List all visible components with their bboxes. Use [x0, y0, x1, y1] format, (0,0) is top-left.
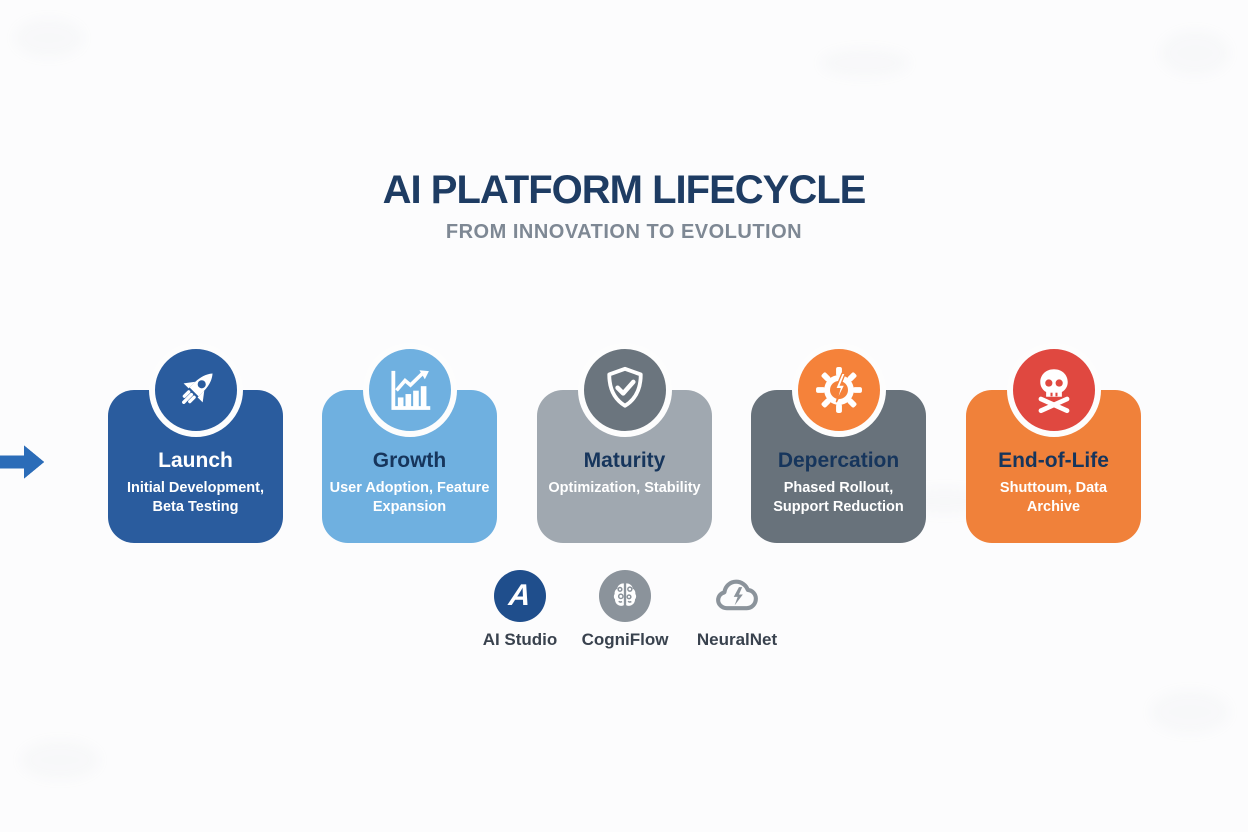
stage-icon-circle — [362, 343, 457, 437]
stage-icon-circle — [791, 343, 886, 437]
platform-label: CogniFlow — [581, 630, 669, 649]
stage-icon-circle — [148, 343, 243, 437]
gear-bolt-icon — [815, 367, 862, 413]
rocket-icon — [181, 373, 213, 404]
stage-launch: Launch Initial Development, Beta Testing — [108, 343, 283, 543]
stage-growth: Growth User Adoption, Feature Expansion — [322, 343, 497, 543]
shield-check-icon — [606, 366, 643, 408]
stage-title: Maturity — [583, 449, 666, 472]
background-artifact — [14, 18, 84, 58]
header: AI PLATFORM LIFECYCLE FROM INNOVATION TO… — [0, 168, 1248, 244]
ai-studio-monogram-letter: A — [507, 579, 533, 612]
platform-label: NeuralNet — [696, 630, 778, 649]
platform-ai-studio: A AI Studio — [462, 570, 578, 650]
platform-label: AI Studio — [482, 630, 558, 649]
brain-icon — [599, 570, 651, 622]
stage-subtitle: Phased Rollout, Support Reduction — [773, 480, 904, 515]
bar-chart-icon — [390, 370, 430, 410]
page-title: AI PLATFORM LIFECYCLE — [382, 168, 867, 212]
stage-subtitle: User Adoption, Feature Expansion — [329, 480, 490, 515]
stage-subtitle: Optimization, Stability — [548, 480, 701, 496]
background-artifact — [820, 48, 910, 78]
stage-title: End-of-Life — [998, 449, 1109, 472]
skull-crossbones-icon — [1038, 369, 1069, 414]
stage-icon-circle — [1006, 343, 1101, 437]
stage-subtitle: Initial Development, Beta Testing — [127, 480, 264, 515]
stage-title: Growth — [372, 449, 447, 472]
stage-end-of-life: End-of-Life Shuttoum, Data Archive — [966, 343, 1141, 543]
page-subtitle: FROM INNOVATION TO EVOLUTION — [445, 221, 803, 243]
right-arrow-icon — [0, 445, 44, 479]
stage-depercation: Depercation Phased Rollout, Support Redu… — [751, 343, 926, 543]
background-artifact — [1150, 690, 1230, 734]
stage-title: Launch — [158, 449, 233, 472]
flow-arrow — [0, 442, 44, 482]
cloud-bolt-icon — [711, 570, 763, 622]
platform-neuralnet: NeuralNet — [679, 570, 795, 650]
background-artifact — [20, 740, 100, 780]
platform-cogniflow: CogniFlow — [567, 570, 683, 650]
stage-title: Depercation — [777, 449, 900, 472]
brain-glyph — [613, 583, 637, 606]
cloud-bolt-glyph — [716, 579, 758, 611]
stage-icon-circle — [577, 343, 672, 437]
stage-subtitle: Shuttoum, Data Archive — [999, 480, 1108, 515]
stage-maturity: Maturity Optimization, Stability — [537, 343, 712, 543]
ai-studio-monogram-icon: A — [494, 570, 546, 622]
background-artifact — [1160, 30, 1230, 76]
